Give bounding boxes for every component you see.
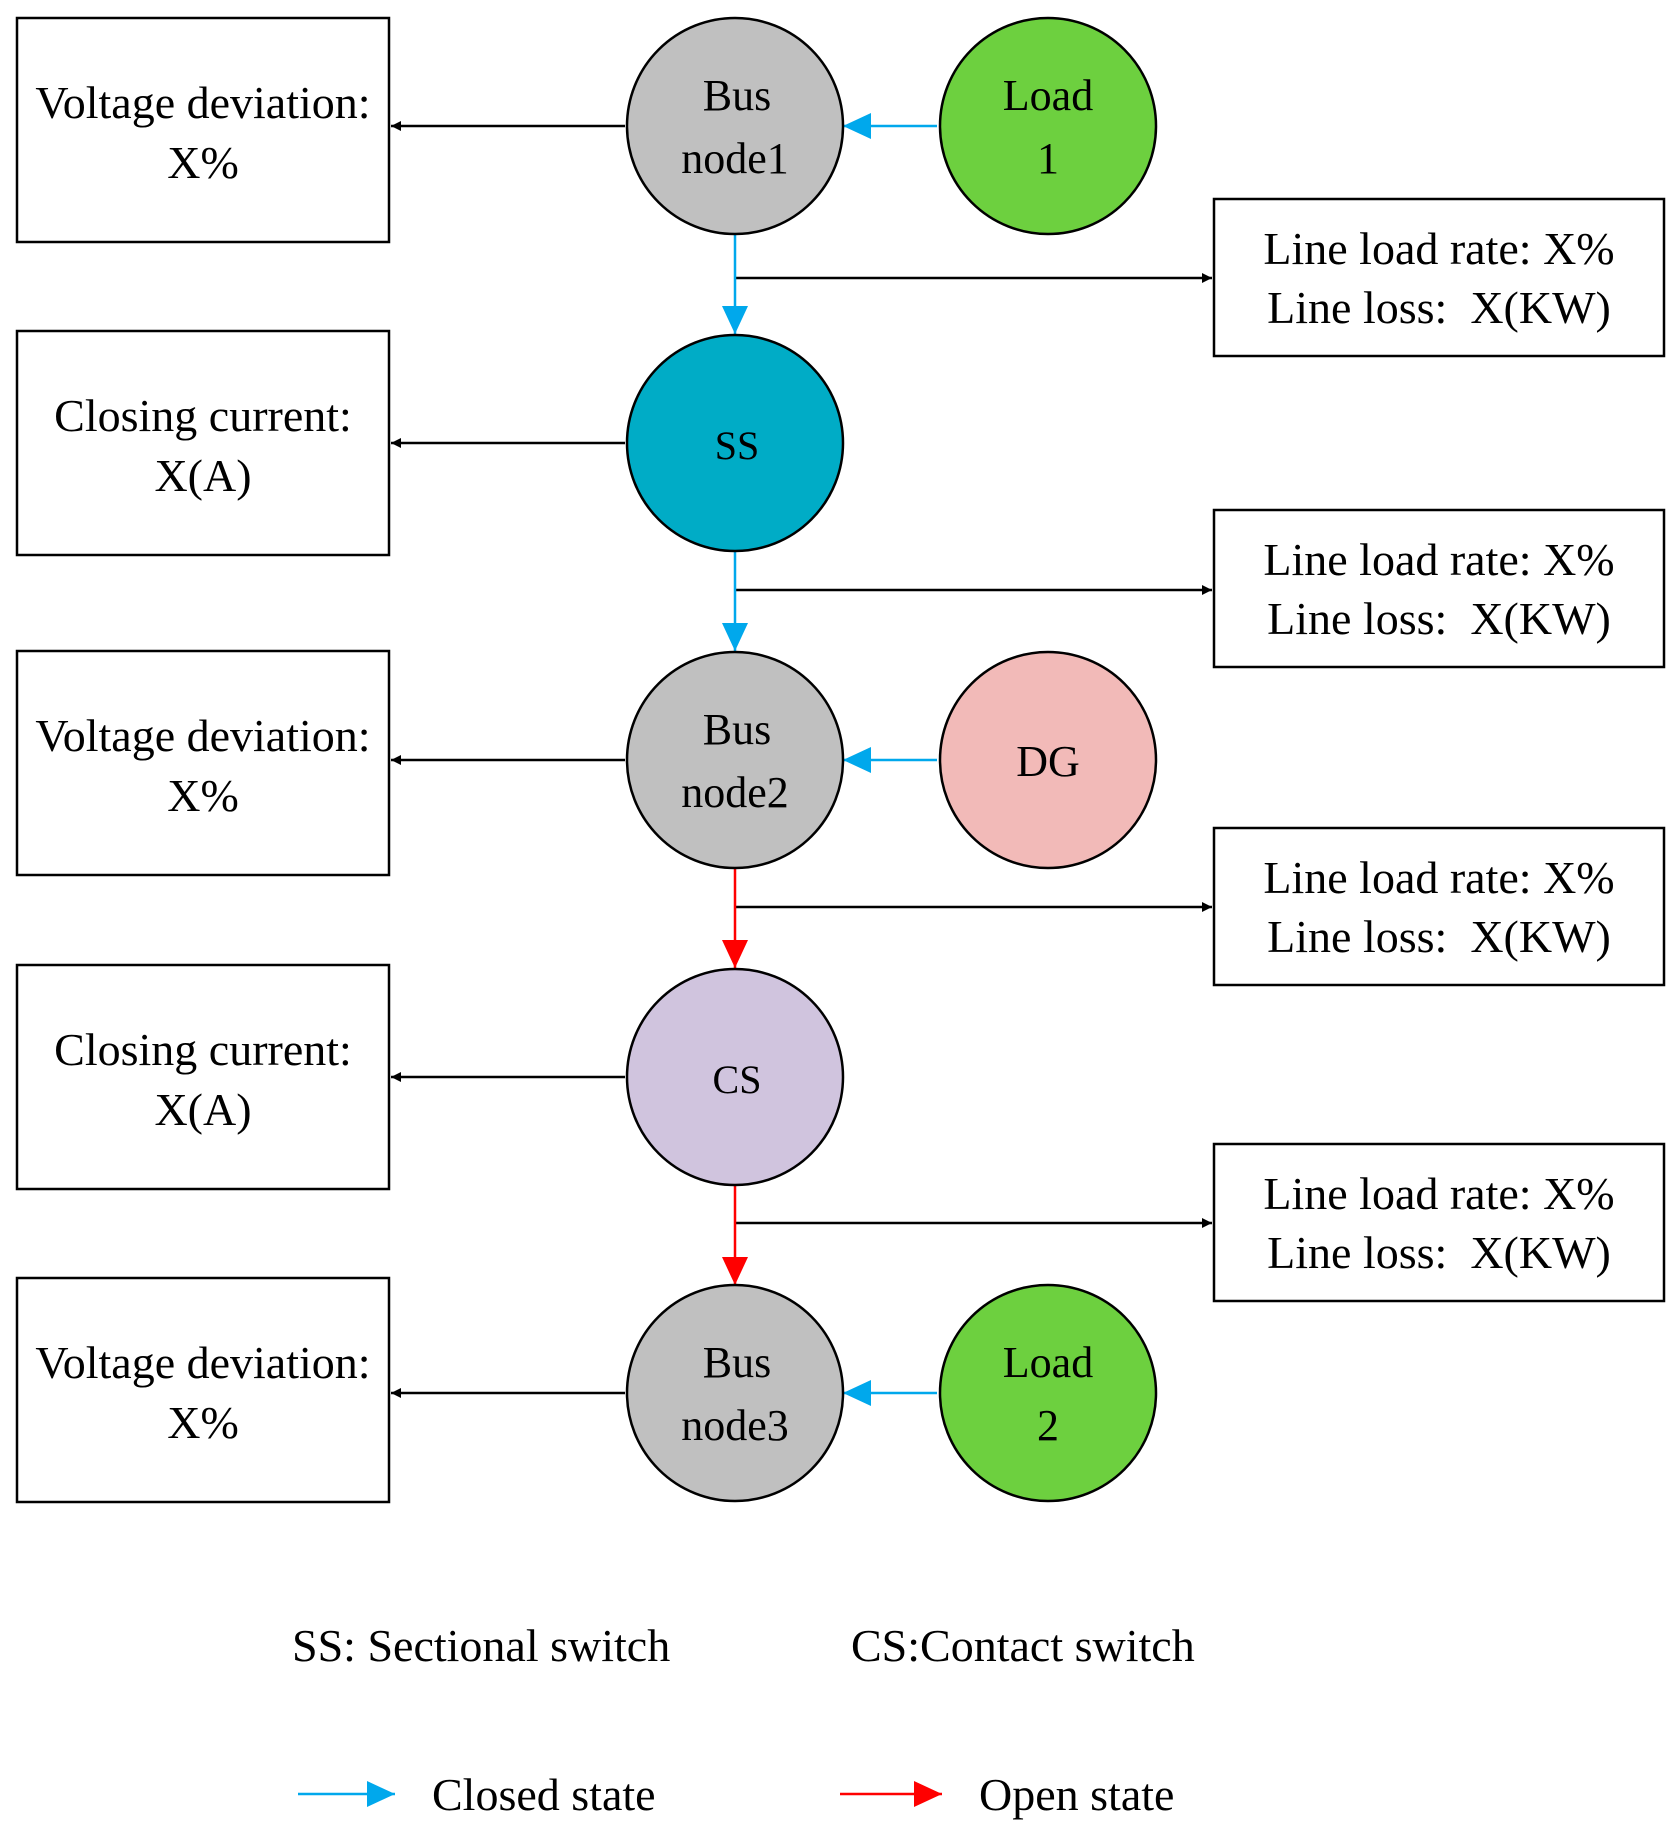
load-node-1-line1: Load	[1003, 71, 1093, 120]
left-box-3-line1: Voltage deviation:	[35, 710, 370, 761]
left-box-3-line2: X%	[167, 770, 239, 821]
bus-node-2-line2: node2	[681, 768, 789, 817]
right-box-4: Line load rate: X% Line loss: X(KW)	[1212, 1142, 1666, 1303]
arrow-load2-to-node3-head	[843, 1380, 871, 1406]
right-box-1-line1: Line load rate: X%	[1263, 223, 1614, 274]
legend-closed-arrow-head	[367, 1781, 395, 1807]
right-box-1-line2: Line loss: X(KW)	[1267, 282, 1611, 333]
right-box-4-line1: Line load rate: X%	[1263, 1168, 1614, 1219]
left-box-4-line2: X(A)	[154, 1084, 251, 1135]
left-box-1-line1: Voltage deviation:	[35, 77, 370, 128]
flow-arrow-ss-to-node2-head	[722, 623, 748, 651]
bus-node-2: Bus node2	[625, 650, 845, 870]
flow-arrow-node1-to-ss-head	[722, 306, 748, 334]
right-box-2-line1: Line load rate: X%	[1263, 534, 1614, 585]
arrow-dg-to-node2-head	[843, 747, 871, 773]
legend-open-label: Open state	[979, 1769, 1174, 1820]
right-box-1: Line load rate: X% Line loss: X(KW)	[1212, 197, 1666, 358]
left-box-5-line2: X%	[167, 1397, 239, 1448]
left-box-4: Closing current: X(A)	[15, 963, 391, 1191]
left-box-3: Voltage deviation: X%	[15, 649, 391, 877]
load-node-1-line2: 1	[1037, 134, 1059, 183]
load-node-2: Load 2	[938, 1283, 1158, 1503]
bus-node-3-line1: Bus	[703, 1338, 771, 1387]
left-box-1-line2: X%	[167, 137, 239, 188]
bus-node-3: Bus node3	[625, 1283, 845, 1503]
bus-node-3-line2: node3	[681, 1401, 789, 1450]
ss-node-label: SS	[715, 423, 760, 468]
right-box-3-line2: Line loss: X(KW)	[1267, 911, 1611, 962]
left-box-2-line2: X(A)	[154, 450, 251, 501]
dg-node-label: DG	[1016, 737, 1080, 786]
legend-closed-label: Closed state	[432, 1769, 656, 1820]
bus-node-2-line1: Bus	[703, 705, 771, 754]
legend: SS: Sectional switch CS:Contact switch C…	[292, 1620, 1195, 1820]
left-box-2-line1: Closing current:	[54, 390, 352, 441]
bus-node-1: Bus node1	[625, 16, 845, 236]
right-box-2-line2: Line loss: X(KW)	[1267, 593, 1611, 644]
dg-node: DG	[938, 650, 1158, 870]
right-box-3: Line load rate: X% Line loss: X(KW)	[1212, 826, 1666, 987]
right-box-2: Line load rate: X% Line loss: X(KW)	[1212, 508, 1666, 669]
right-box-3-line1: Line load rate: X%	[1263, 852, 1614, 903]
load-node-2-line1: Load	[1003, 1338, 1093, 1387]
left-box-2: Closing current: X(A)	[15, 329, 391, 557]
right-box-4-line2: Line loss: X(KW)	[1267, 1227, 1611, 1278]
sectional-switch-node: SS	[625, 333, 845, 553]
bus-node-1-line2: node1	[681, 134, 789, 183]
cs-node-label: CS	[713, 1057, 762, 1102]
bus-node-1-line1: Bus	[703, 71, 771, 120]
left-box-1: Voltage deviation: X%	[15, 16, 391, 244]
left-box-5: Voltage deviation: X%	[15, 1276, 391, 1504]
legend-cs-definition: CS:Contact switch	[851, 1620, 1195, 1671]
load-node-2-line2: 2	[1037, 1401, 1059, 1450]
load-node-1: Load 1	[938, 16, 1158, 236]
left-box-5-line1: Voltage deviation:	[35, 1337, 370, 1388]
legend-open-arrow-head	[914, 1781, 942, 1807]
flow-arrow-node2-to-cs-head	[722, 940, 748, 968]
left-box-4-line1: Closing current:	[54, 1024, 352, 1075]
arrow-load1-to-node1-head	[843, 113, 871, 139]
flow-arrow-cs-to-node3-head	[722, 1257, 748, 1285]
contact-switch-node: CS	[625, 967, 845, 1187]
legend-ss-definition: SS: Sectional switch	[292, 1620, 670, 1671]
